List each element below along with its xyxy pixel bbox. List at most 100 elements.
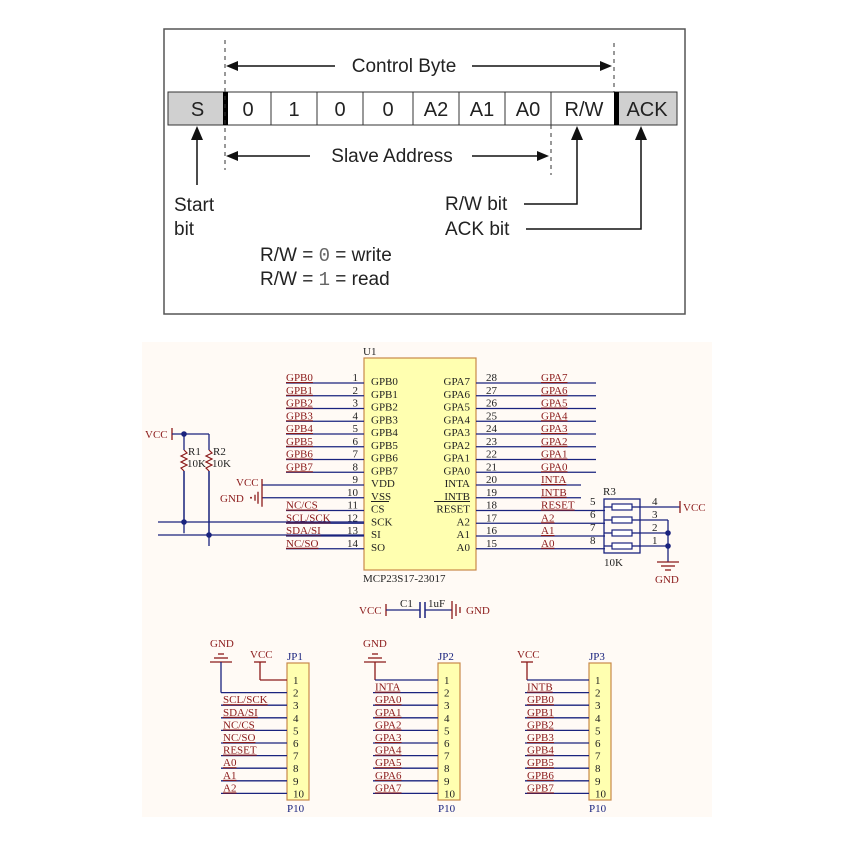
net-label: GPB1 (527, 707, 554, 719)
net-label: GPB6 (527, 770, 554, 782)
header-pin-number: 7 (293, 751, 299, 763)
net-label: SCL/SCK (223, 694, 268, 706)
r3-pin-number: 6 (590, 509, 596, 521)
net-label: GPB3 (286, 410, 313, 422)
pin-name: GPA3 (444, 427, 471, 439)
slave-address-label: Slave Address (331, 146, 452, 167)
net-label: GPB4 (527, 745, 554, 757)
pin-number: 15 (486, 538, 498, 550)
pin-name: VDD (371, 478, 395, 490)
pin-name: A1 (457, 529, 470, 541)
pin-number: 2 (353, 385, 359, 397)
pin-name: SO (371, 542, 385, 554)
pin-number: 4 (353, 410, 359, 422)
header-ref: JP2 (438, 651, 454, 663)
net-label: A1 (541, 525, 554, 537)
net-label: SCL/SCK (286, 512, 331, 524)
pin-name: A0 (457, 542, 471, 554)
bit-cell-9 (616, 91, 678, 126)
bit-cell-label: 0 (242, 99, 253, 121)
net-label: GPB4 (286, 423, 313, 435)
pin-number: 5 (353, 423, 359, 435)
header-pin-number: 5 (444, 725, 450, 737)
start-bit-label-line2: bit (174, 219, 195, 240)
pin-name: GPB5 (371, 440, 398, 452)
net-label: GPA0 (541, 461, 568, 473)
pin-number: 16 (486, 525, 498, 537)
net-label: GPA7 (541, 372, 568, 384)
r1-value: 10K (187, 458, 206, 470)
r3-pin-number: 2 (652, 522, 658, 534)
net-label: GPB7 (286, 461, 313, 473)
pin-number: 8 (353, 461, 359, 473)
pin-number: 11 (347, 500, 358, 512)
net-label: GPB0 (286, 372, 313, 384)
control-byte-arrow: Control Byte (226, 56, 612, 77)
start-bit-pointer (191, 126, 203, 185)
bit-cell-label: 1 (288, 99, 299, 121)
net-label: GPB2 (286, 398, 313, 410)
header-pin-number: 6 (293, 738, 299, 750)
pin-name: A2 (457, 516, 470, 528)
pin-name: INTA (445, 478, 470, 490)
net-label: INTB (527, 682, 553, 694)
net-label: GPB5 (286, 436, 313, 448)
header-pin-number: 1 (293, 675, 299, 687)
net-label: GPA0 (375, 694, 402, 706)
net-label: GPA7 (375, 782, 402, 794)
header-part: P10 (438, 803, 456, 815)
rw-write-value: 0 (319, 245, 330, 267)
bit-cell-5 (412, 91, 460, 126)
pin-number: 26 (486, 398, 498, 410)
pin-name: SI (371, 529, 381, 541)
pin-name: RESET (436, 504, 470, 516)
header-pin-number: 9 (293, 776, 299, 788)
header-pin-number: 2 (444, 688, 450, 700)
pin-name: GPA2 (444, 440, 471, 452)
rw-read-legend: R/W = 1 = read (260, 269, 390, 291)
header-pin-number: 3 (444, 700, 450, 712)
pin-name: VSS (371, 491, 391, 503)
header-pin-number: 2 (595, 688, 601, 700)
pin-number: 22 (486, 449, 497, 461)
net-label: SDA/SI (286, 525, 321, 537)
r3-element (611, 503, 633, 511)
net-label: GPB1 (286, 385, 313, 397)
header-part: P10 (589, 803, 607, 815)
net-label: GPA3 (541, 423, 568, 435)
header-pin-number: 4 (293, 713, 299, 725)
header-pin-number: 9 (595, 776, 601, 788)
net-label: NC/SO (286, 538, 318, 550)
pin-number: 14 (347, 538, 359, 550)
net-label: GPA6 (375, 770, 402, 782)
header-pin-number: 7 (444, 751, 450, 763)
net-label: RESET (223, 745, 257, 757)
pin-name: INTB (444, 491, 470, 503)
c1-ref: C1 (400, 598, 413, 610)
pin-number: 28 (486, 372, 498, 384)
pin-number: 23 (486, 436, 498, 448)
ack-separator (614, 92, 619, 125)
pin-number: 10 (347, 487, 359, 499)
pin-number: 3 (353, 398, 359, 410)
header-pin-number: 6 (444, 738, 450, 750)
bit-cell-label: A2 (424, 99, 448, 121)
net-label: GPA5 (541, 398, 568, 410)
net-label: GPA4 (375, 745, 402, 757)
net-label: A1 (223, 770, 236, 782)
r2-ref: R2 (213, 446, 226, 458)
r1-ref: R1 (188, 446, 201, 458)
pin-name: GPB2 (371, 402, 398, 414)
vcc-label: VCC (359, 605, 382, 617)
net-label: A0 (223, 757, 237, 769)
net-label: SDA/SI (223, 707, 258, 719)
ack-bit-pointer (526, 126, 647, 230)
pin-number: 7 (353, 449, 359, 461)
pin-number: 1 (353, 372, 359, 384)
header-pin-number: 8 (444, 763, 450, 775)
net-label: GPB2 (527, 719, 554, 731)
header-pin-number: 7 (595, 751, 601, 763)
u1-part-number: MCP23S17-23017 (363, 573, 446, 585)
